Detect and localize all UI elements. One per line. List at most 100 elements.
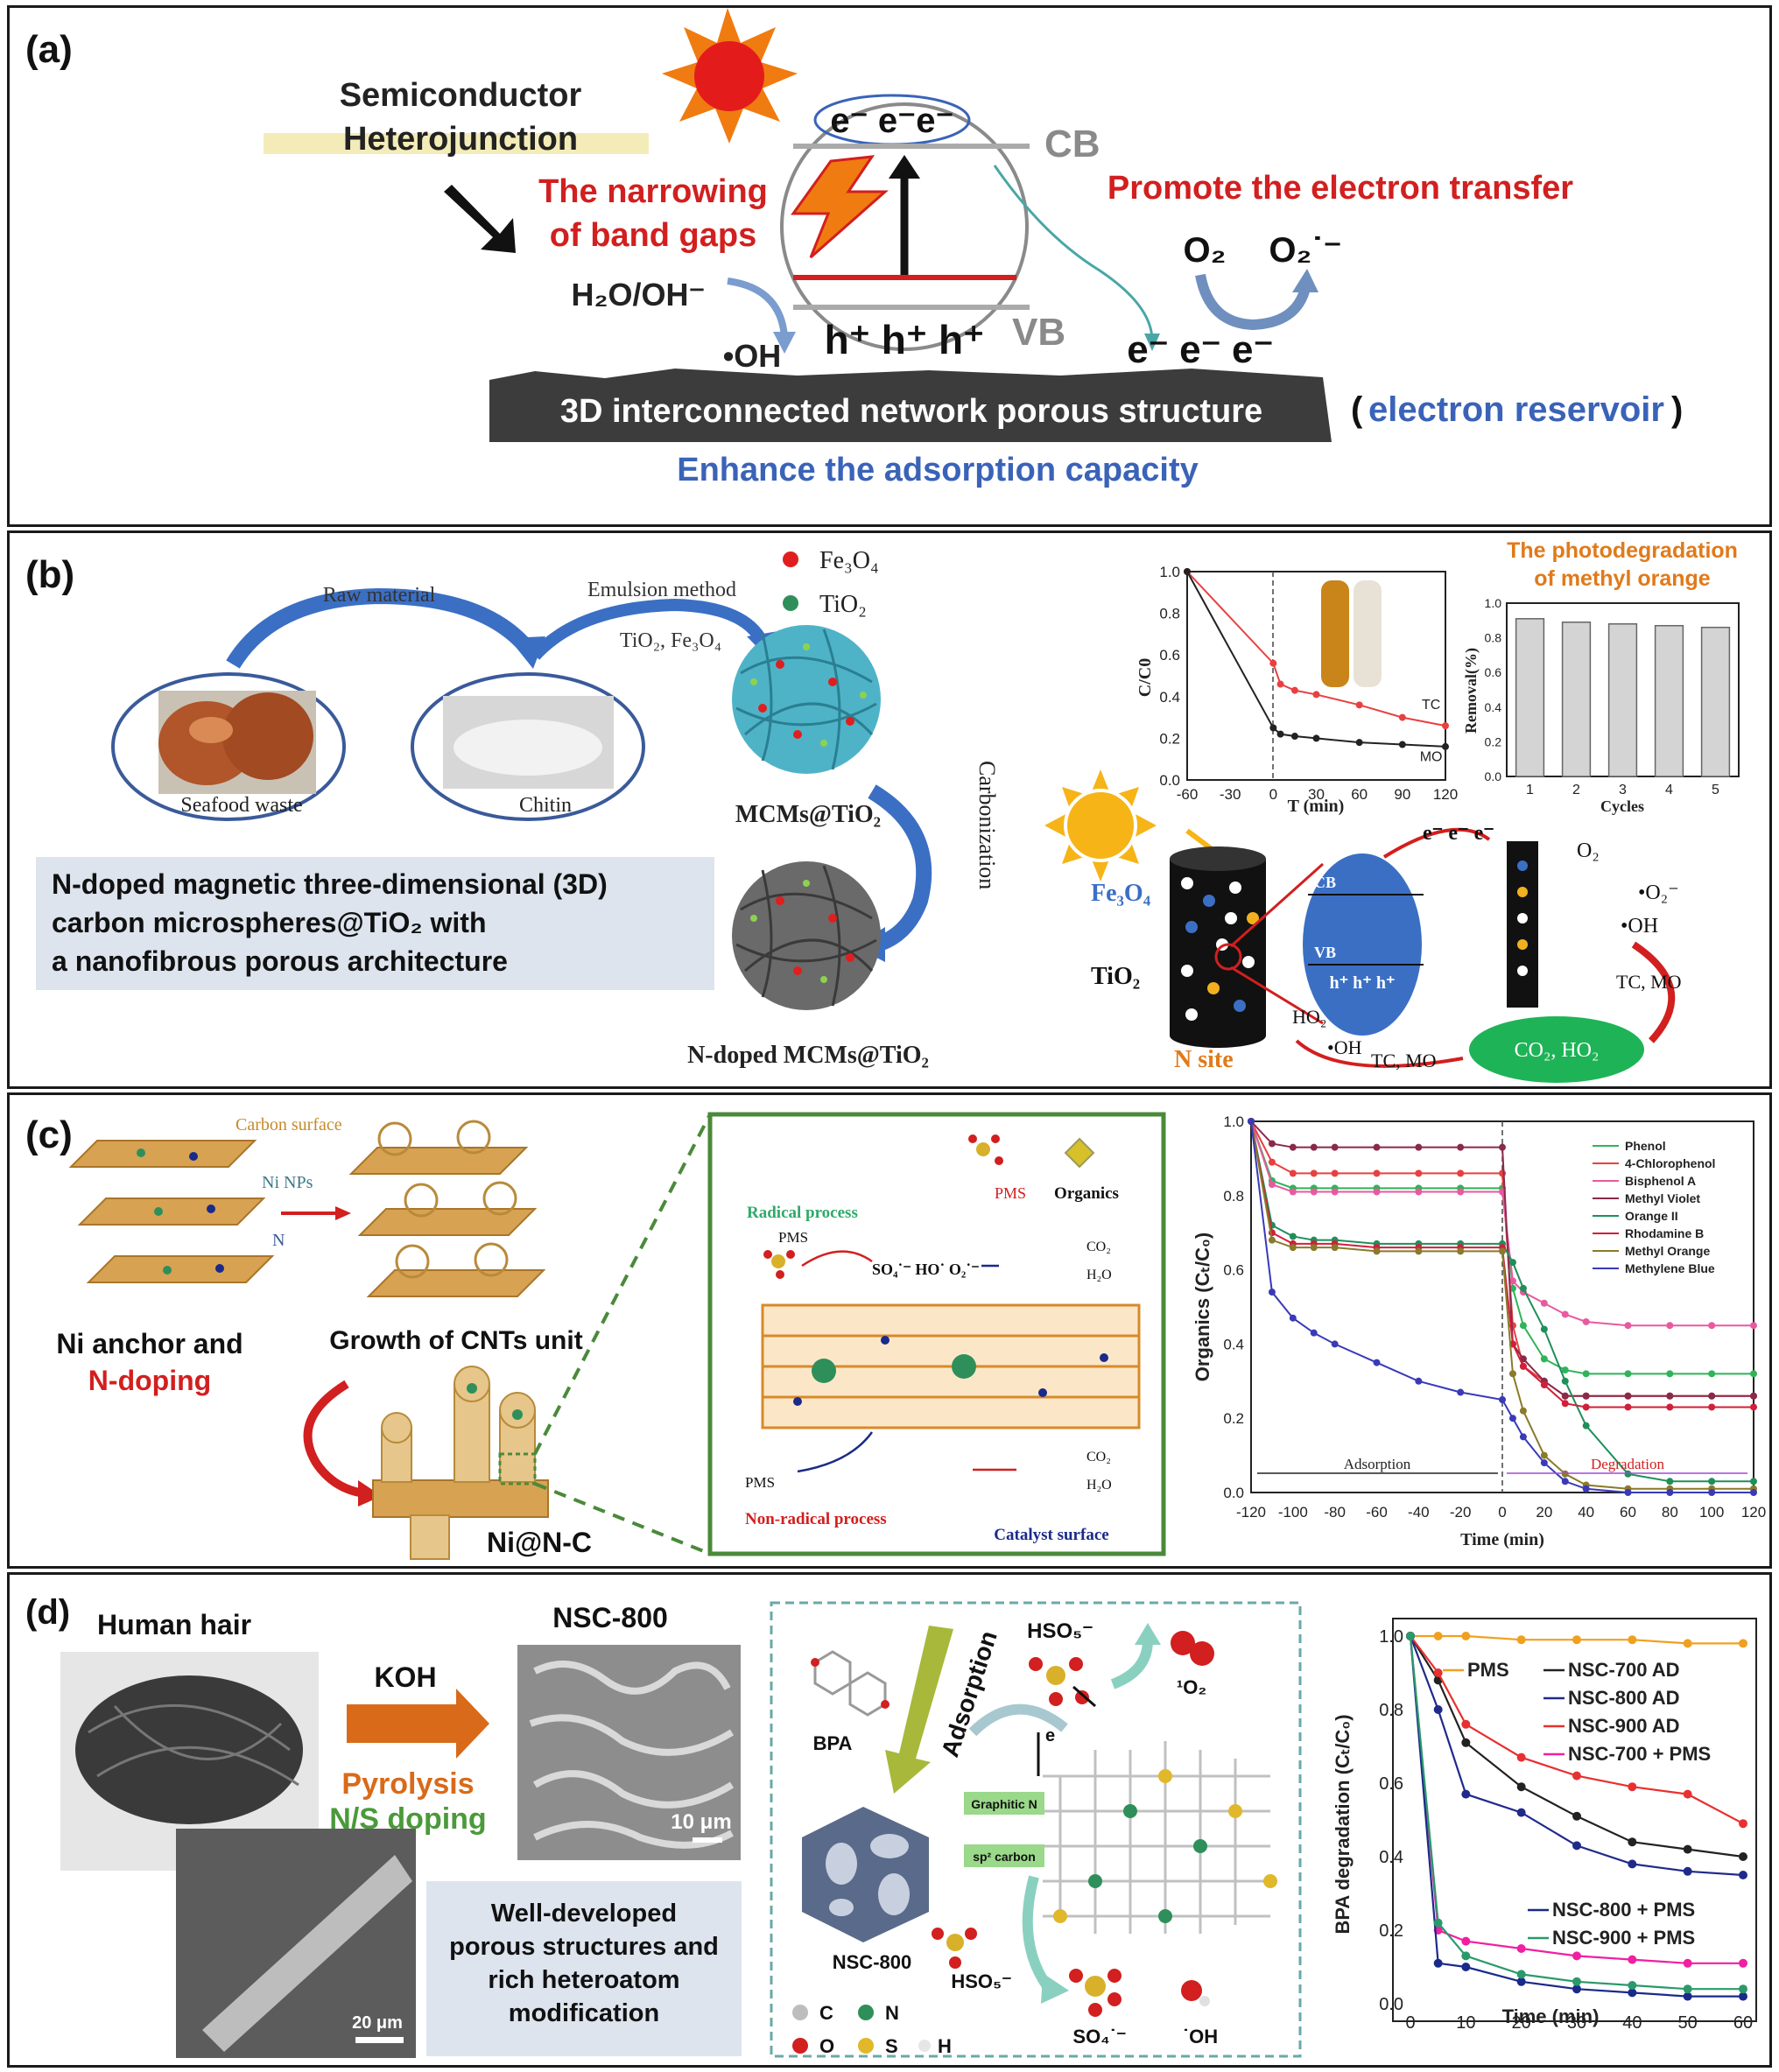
sp2-curve-arrow xyxy=(1022,1875,1051,1990)
y-tick-label: 0.0 xyxy=(1223,1485,1244,1501)
bpa-xlabel: Time (min) xyxy=(1502,2005,1600,2027)
data-point xyxy=(1582,1485,1590,1493)
removal-xlabel: Cycles xyxy=(1600,797,1644,815)
x-tick-label: 2 xyxy=(1572,783,1580,797)
data-point xyxy=(1415,1377,1423,1385)
graphene-lattice xyxy=(1043,1741,1277,1934)
data-point xyxy=(1331,1244,1339,1252)
removal-ylabel: Removal(%) xyxy=(1462,648,1480,734)
data-point xyxy=(1461,1936,1471,1946)
data-point xyxy=(1572,1811,1581,1821)
mech-fe3o4: Fe₃O₄ xyxy=(1091,880,1151,907)
mech-tcmo2: TC, MO xyxy=(1371,1050,1437,1071)
data-point xyxy=(1433,1632,1443,1640)
n-label: N xyxy=(272,1231,285,1250)
legend-label: NSC-900 + PMS xyxy=(1552,1927,1695,1949)
co2-bot: CO₂ xyxy=(1086,1450,1111,1464)
data-point xyxy=(1624,1370,1632,1378)
radical-curve xyxy=(801,1250,873,1268)
data-point xyxy=(1499,1169,1506,1177)
heterojunction-highlight xyxy=(264,133,649,154)
data-point xyxy=(1461,1963,1471,1971)
y-tick-label: 0.0 xyxy=(1159,772,1180,789)
y-tick-label: 0.4 xyxy=(1223,1336,1244,1352)
data-point xyxy=(1433,1918,1443,1928)
mech-ho2: HO₂ xyxy=(1292,1006,1326,1028)
box-l1: Well-developed xyxy=(491,1900,677,1928)
network-label: 3D interconnected network porous structu… xyxy=(560,393,1262,430)
data-point xyxy=(1561,1310,1569,1318)
y-tick-label: 0.8 xyxy=(1223,1188,1244,1205)
desc-box xyxy=(36,857,714,990)
box-l4: modification xyxy=(509,1999,659,2027)
organics-marks xyxy=(1248,1118,1757,1496)
panel-c-svg: (c) Carbon surface Ni NPs N Ni anchor an… xyxy=(25,1112,1766,1560)
x-tick-label: 120 xyxy=(1741,1504,1766,1521)
series-label-mo: MO xyxy=(1420,750,1443,765)
o2-curve-arrow xyxy=(1195,273,1311,331)
data-point xyxy=(1516,1944,1526,1953)
data-point xyxy=(1628,1859,1637,1869)
data-point xyxy=(1269,724,1277,732)
data-point xyxy=(1540,1381,1548,1389)
data-point xyxy=(1519,1362,1527,1370)
h2o-top: H₂O xyxy=(1086,1268,1112,1282)
legend-label: PMS xyxy=(1467,1659,1509,1681)
x-tick-label: 90 xyxy=(1394,786,1410,803)
data-point xyxy=(1624,1392,1632,1400)
ni-nps-label: Ni NPs xyxy=(262,1173,313,1192)
oh-label-d: ˙OH xyxy=(1183,2026,1218,2047)
organics-label: Organics xyxy=(1054,1184,1119,1203)
series-line-6 xyxy=(1409,1635,1743,1991)
data-point xyxy=(1268,1289,1276,1296)
chitin-image xyxy=(443,696,614,789)
data-point xyxy=(1312,734,1320,742)
narrowing-l1: The narrowing xyxy=(538,173,768,210)
atom-legend: C N O S H xyxy=(792,2002,952,2057)
data-point xyxy=(1499,1143,1506,1151)
data-point xyxy=(1433,1958,1443,1968)
data-point xyxy=(1373,1188,1381,1196)
data-point xyxy=(1373,1169,1381,1177)
data-point xyxy=(1289,1314,1297,1322)
raw-material-arrow-head xyxy=(509,636,545,669)
hair-label: Human hair xyxy=(97,1609,251,1640)
series-line-3 xyxy=(1410,1635,1744,1825)
data-point xyxy=(1683,1639,1692,1648)
y-tick-label: 0.8 xyxy=(1159,606,1180,622)
carbonization-arrow xyxy=(868,784,932,952)
red-loop xyxy=(1382,827,1491,859)
pms-bottom: PMS xyxy=(745,1474,775,1491)
data-point xyxy=(1312,691,1320,699)
fe3o4-legend-dot xyxy=(783,551,798,567)
hso5-arrow-head xyxy=(1135,1623,1161,1645)
panel-c-label: (c) xyxy=(25,1113,73,1156)
data-point xyxy=(1683,1984,1692,1994)
data-point xyxy=(1457,1188,1465,1196)
x-tick-label: 0 xyxy=(1498,1504,1506,1521)
hso5-bot: HSO₅⁻ xyxy=(951,1970,1011,1992)
mech-electrons: e⁻ e⁻ e⁻ xyxy=(1423,822,1494,845)
x-tick-label: 5 xyxy=(1712,783,1719,797)
series-line-0 xyxy=(1410,1634,1743,1645)
hso5-molecule-top xyxy=(1029,1657,1089,1706)
y-tick-label: 0.4 xyxy=(1379,1848,1403,1867)
desc-box-d xyxy=(426,1881,742,2056)
data-point xyxy=(1572,1841,1581,1851)
data-point xyxy=(1683,1789,1692,1799)
bar xyxy=(1700,626,1731,777)
legend-label: NSC-700 + PMS xyxy=(1568,1743,1711,1765)
zoom-dashed-bottom xyxy=(534,1482,711,1556)
leg-h: H xyxy=(938,2035,952,2057)
data-point xyxy=(1683,1844,1692,1854)
data-point xyxy=(1508,1415,1516,1422)
y-tick-label: 0.4 xyxy=(1485,700,1502,714)
nonradical-curve xyxy=(797,1431,874,1473)
data-point xyxy=(1289,1233,1297,1240)
hso5-arrow xyxy=(1110,1640,1153,1689)
data-point xyxy=(1708,1403,1716,1411)
